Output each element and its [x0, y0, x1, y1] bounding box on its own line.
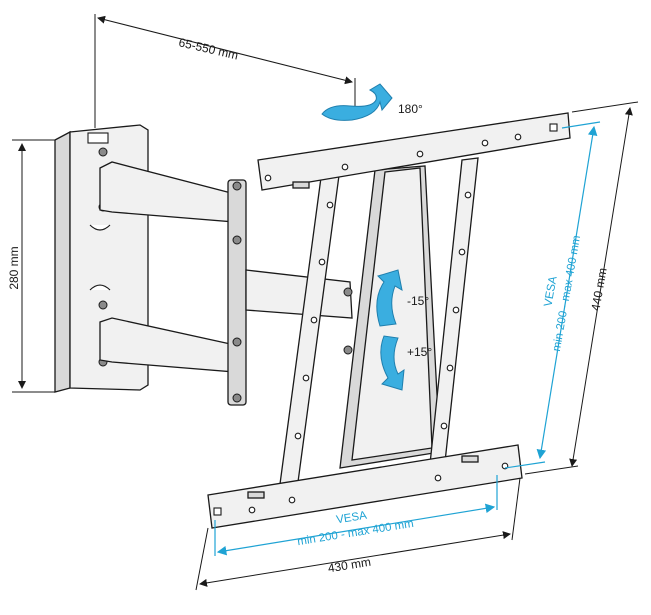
swivel-arrow-icon	[321, 83, 393, 121]
vesa-vertical-dimension: VESA min 200 - max 400 mm	[504, 121, 601, 469]
wall-plate-bolt	[98, 300, 108, 310]
dimension-plate-width: 430 mm	[195, 477, 521, 591]
dimension-plate-height: 440 mm	[524, 101, 639, 475]
tilt-down-label: +15°	[407, 345, 432, 359]
wall-plate-cutout	[89, 224, 111, 231]
tilt-up-arrow-icon	[376, 269, 403, 327]
wall-plate-cutout	[89, 284, 111, 291]
swivel-angle-label: 180°	[398, 102, 423, 116]
plate-width-label: 430 mm	[327, 555, 372, 576]
vertical-rails	[279, 157, 479, 485]
wall-plate-bolt	[98, 147, 108, 157]
dimension-wall-plate-height: 280 mm	[7, 139, 55, 393]
tilt-down-arrow-icon	[380, 335, 405, 391]
vesa-vertical-title: VESA	[542, 275, 559, 308]
tilt-up-label: -15°	[407, 294, 429, 308]
swivel-indicator: 180°	[321, 83, 423, 121]
articulating-arms	[99, 161, 353, 406]
arm-hinge-post	[227, 179, 247, 406]
vesa-horizontal-title: VESA	[335, 510, 368, 527]
dimension-arm-extension: 65-550 mm	[94, 14, 356, 128]
tilt-indicator: -15° +15°	[376, 269, 432, 391]
plate-height-label: 440 mm	[588, 267, 609, 312]
arm-extension-label: 65-550 mm	[177, 35, 239, 62]
tilt-knob	[343, 287, 353, 297]
wall-plate-height-label: 280 mm	[7, 246, 21, 289]
wall-plate-slot-top	[87, 132, 109, 144]
tilt-knob	[343, 345, 353, 355]
